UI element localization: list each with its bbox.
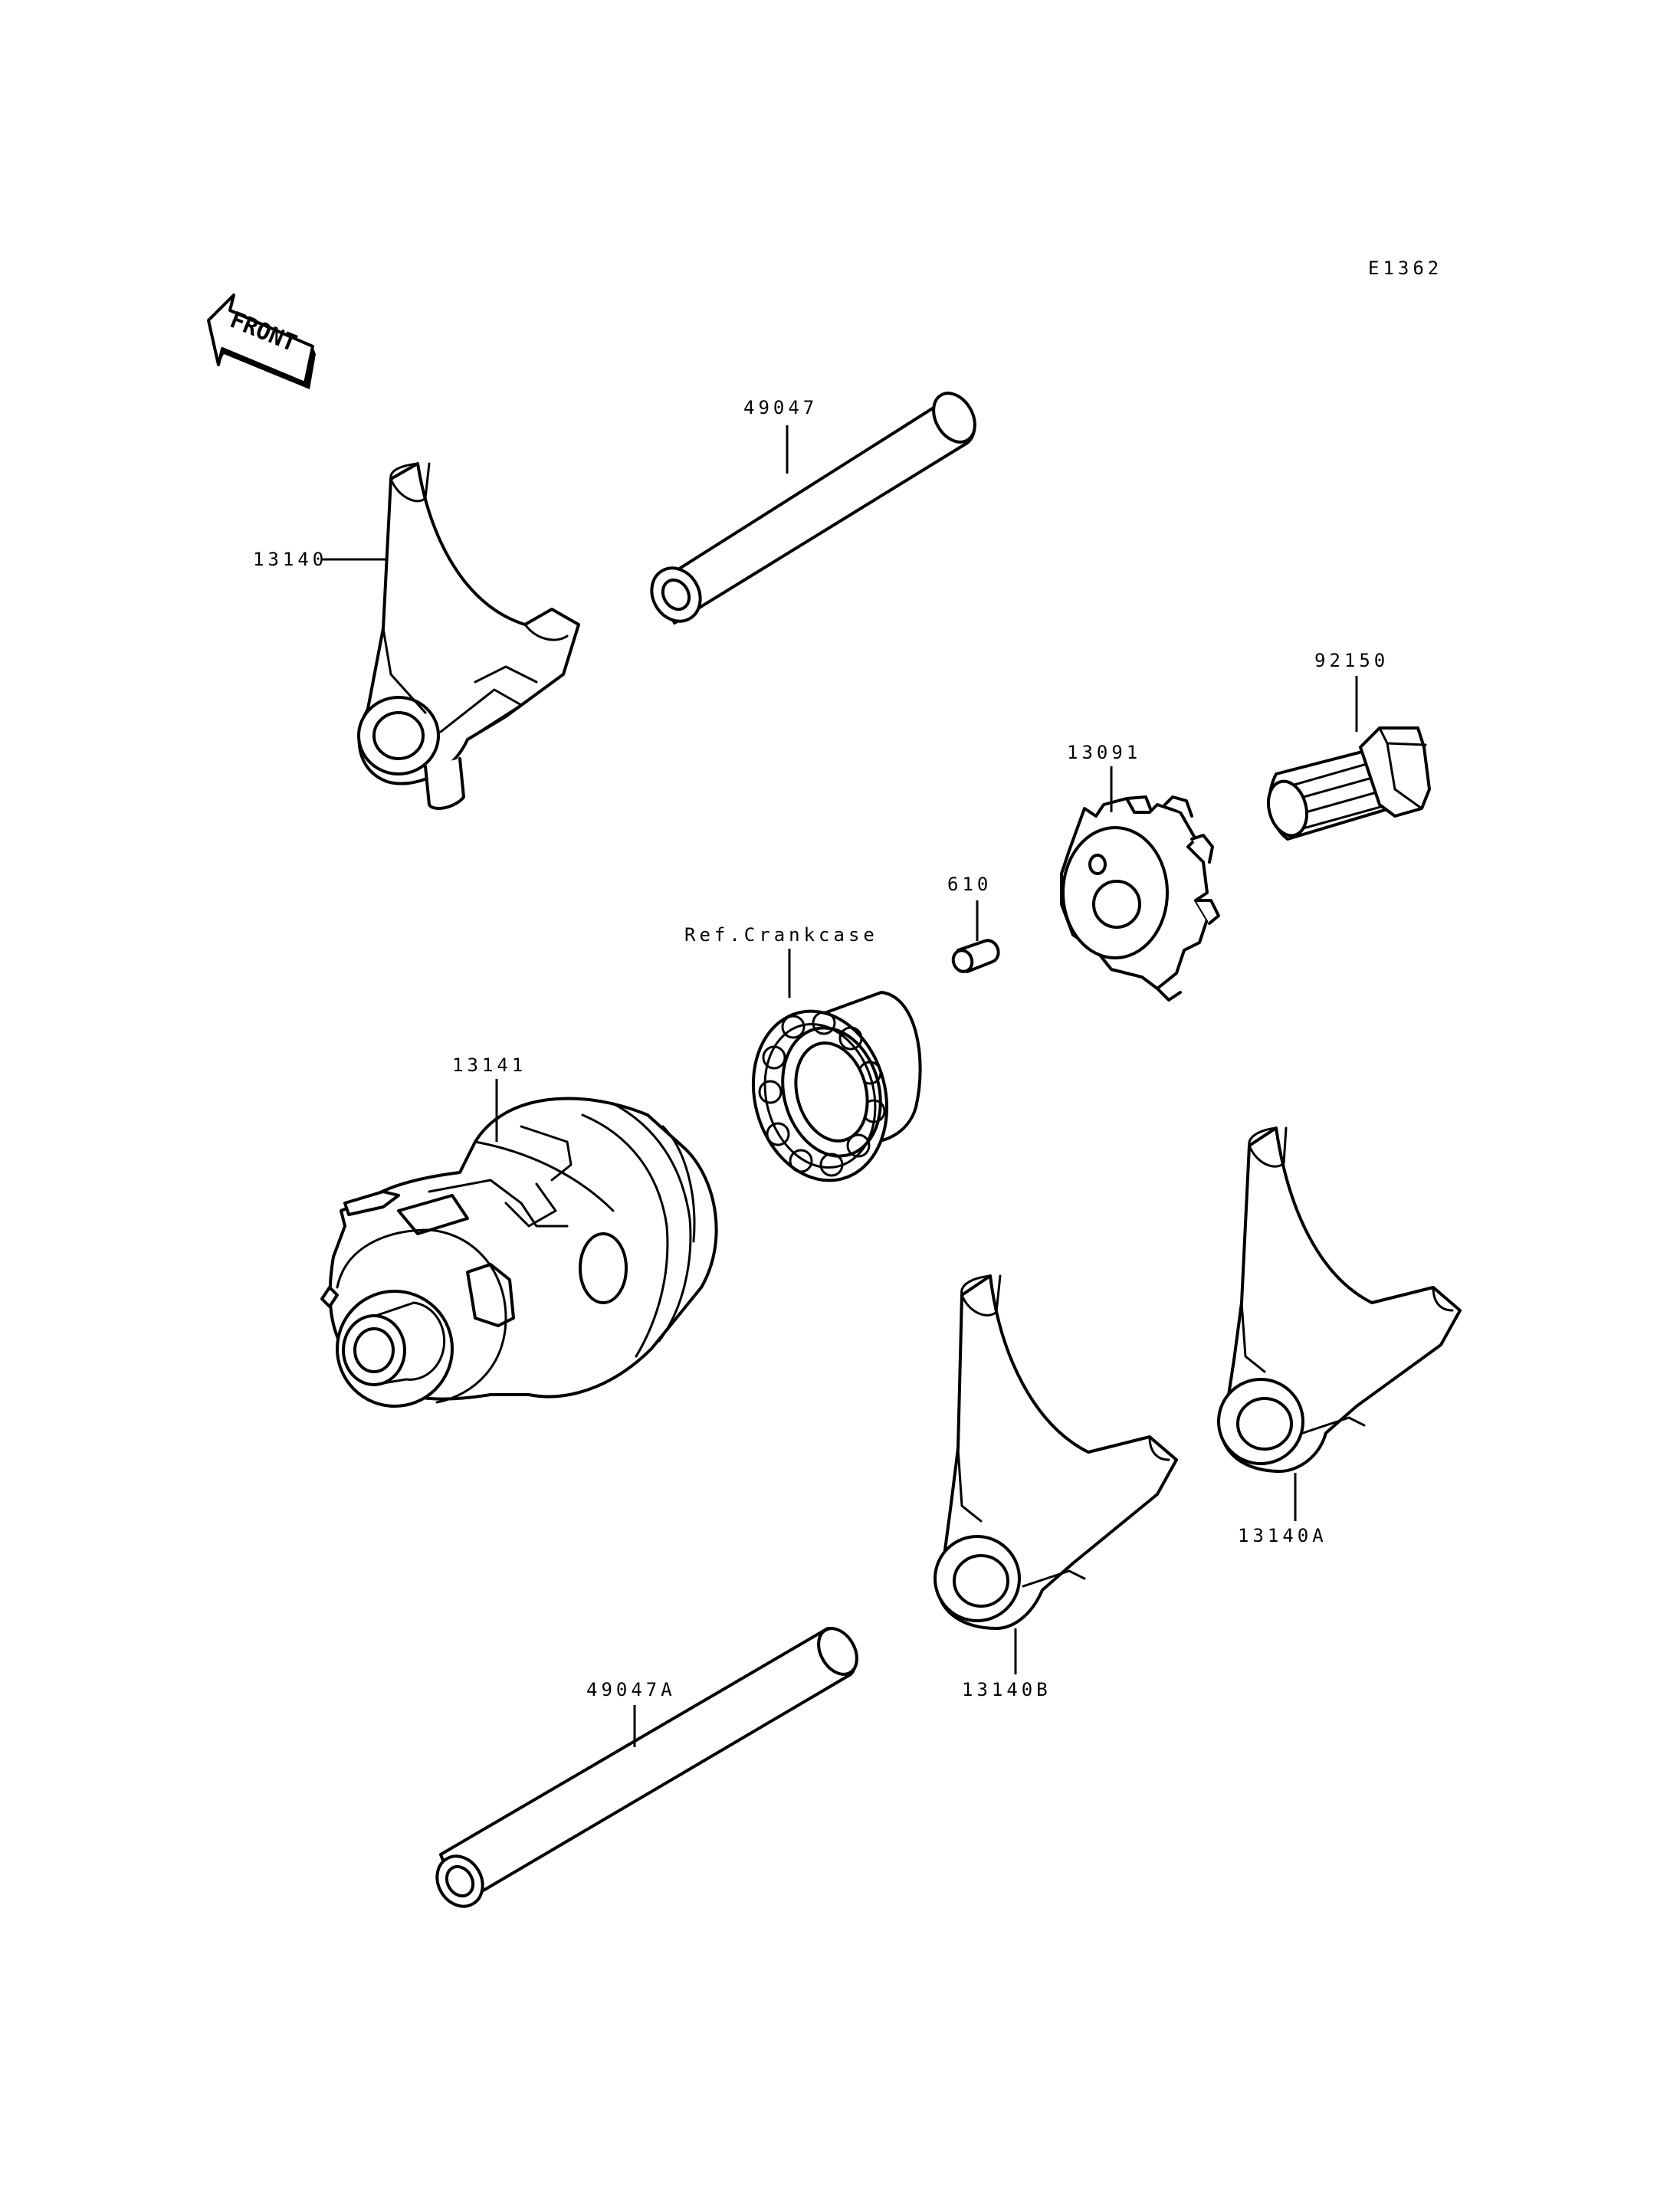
label-13140a: 13140A xyxy=(1238,1525,1327,1546)
label-92150: 92150 xyxy=(1314,650,1389,671)
drum-cam xyxy=(1060,795,1220,1002)
label-13140: 13140 xyxy=(253,549,327,570)
label-13141: 13141 xyxy=(452,1054,527,1076)
shift-fork-a xyxy=(1217,1126,1462,1473)
shift-fork-b xyxy=(934,1274,1178,1630)
label-49047a: 49047A xyxy=(586,1679,676,1700)
label-49047: 49047 xyxy=(743,397,818,418)
label-ref-crankcase: Ref.Crankcase xyxy=(684,924,878,946)
bearing xyxy=(751,991,922,1182)
bolt xyxy=(1267,726,1431,841)
pin xyxy=(951,939,1000,973)
front-arrow-icon: FRONT xyxy=(207,293,316,389)
label-610: 610 xyxy=(947,874,992,895)
label-13140b: 13140B xyxy=(962,1679,1052,1700)
shift-rod-upper xyxy=(650,392,976,625)
shift-rod-lower xyxy=(435,1626,858,1908)
diagram-code: E1362 xyxy=(1368,257,1442,279)
shift-drum xyxy=(320,1097,718,1408)
label-13091: 13091 xyxy=(1067,742,1141,763)
shift-fork-upper xyxy=(357,462,580,810)
